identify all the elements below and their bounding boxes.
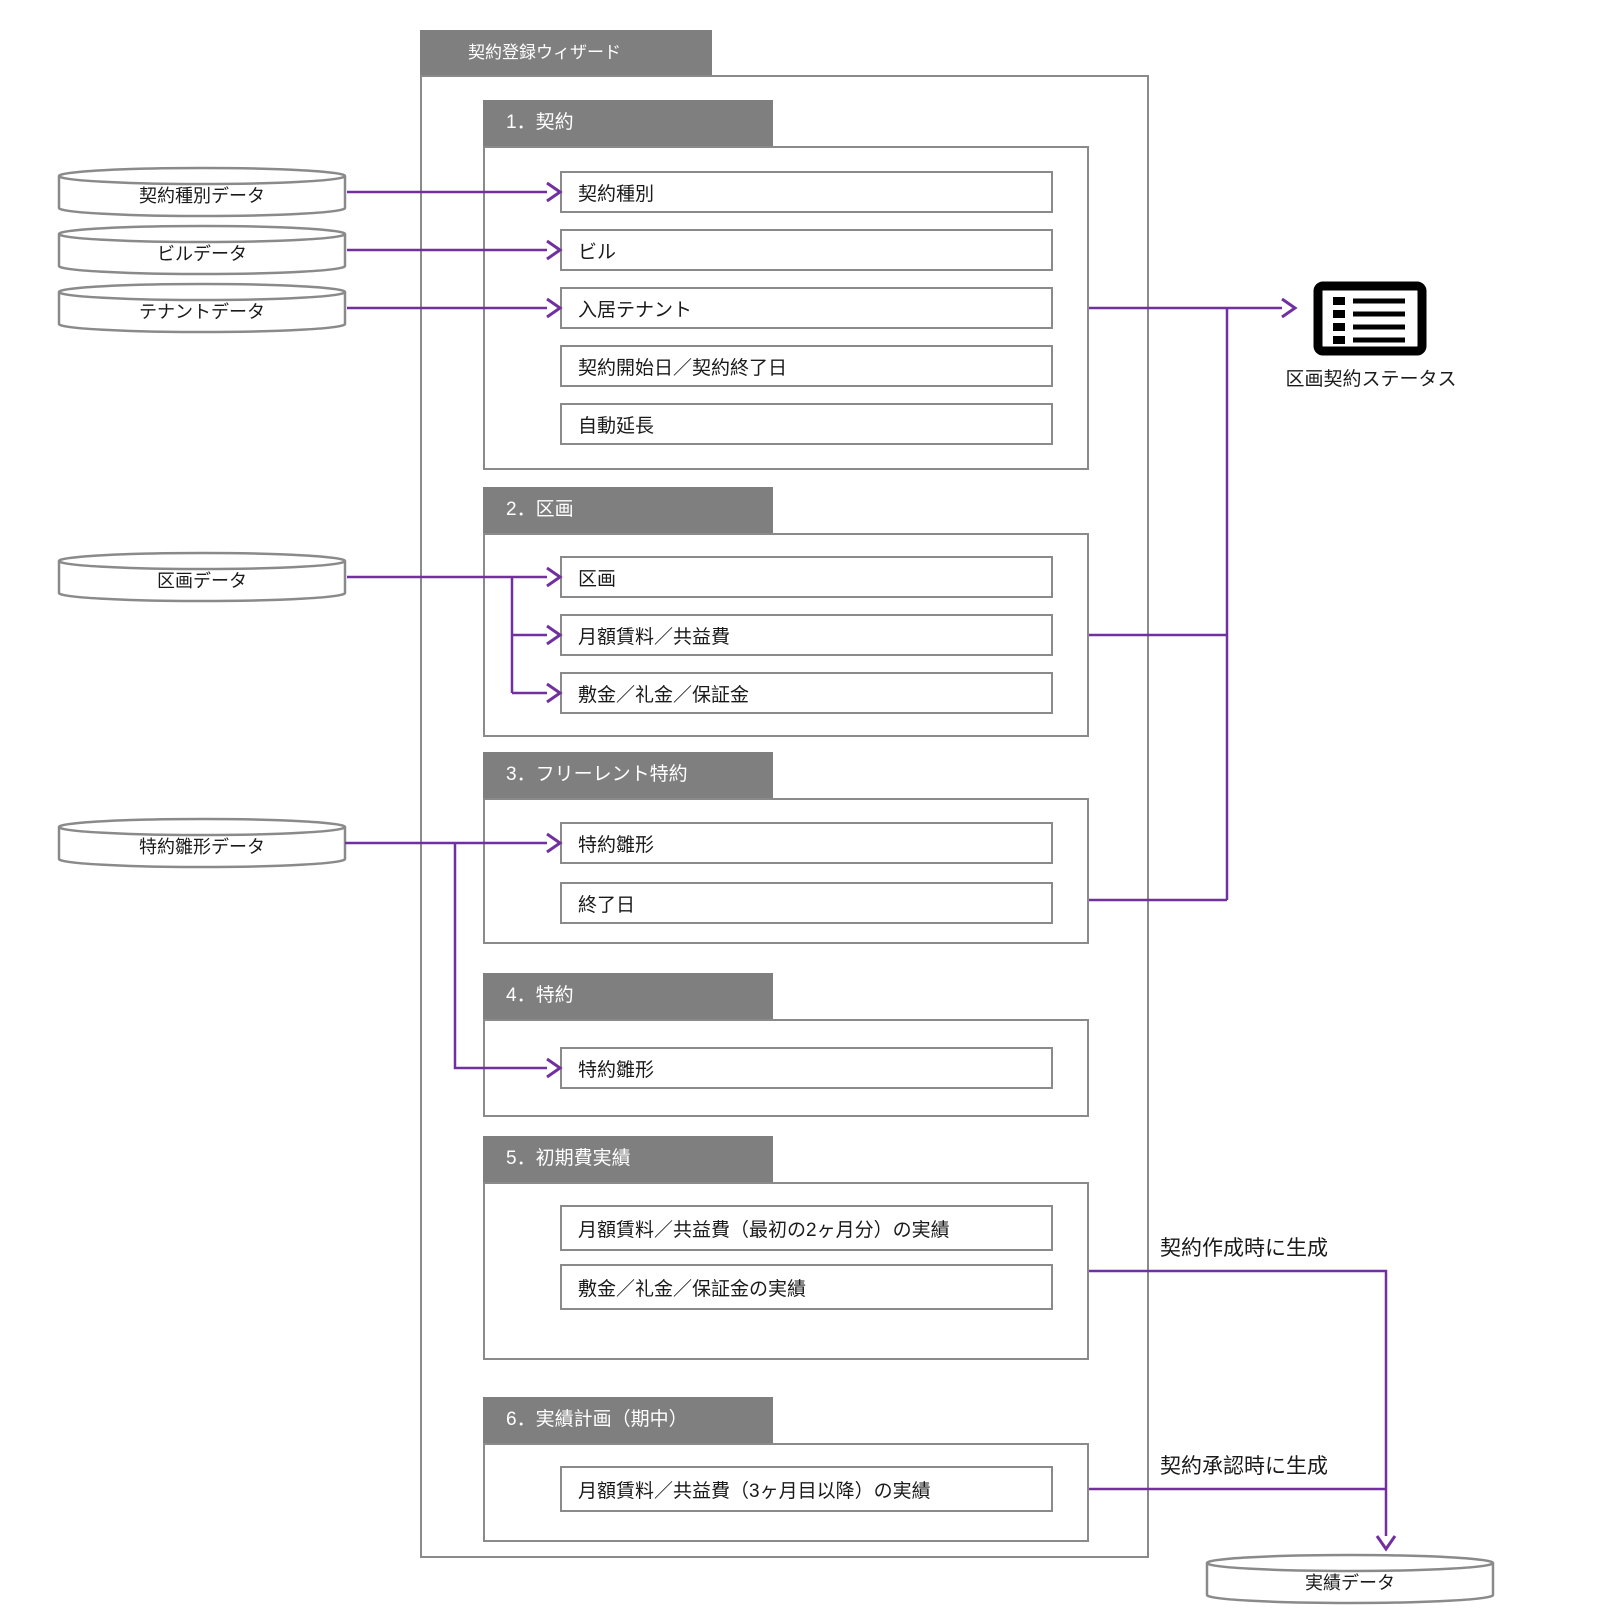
datastore-cylinder: ビルデータ xyxy=(57,224,347,276)
section-header: 4．特約 xyxy=(483,973,773,1019)
section-header: 6．実績計画（期中） xyxy=(483,1397,773,1443)
section-header: 3．フリーレント特約 xyxy=(483,752,773,798)
field-box-label: 敷金／礼金／保証金 xyxy=(578,684,750,706)
field-box-label: 敷金／礼金／保証金の実績 xyxy=(578,1278,807,1300)
field-box: ビル xyxy=(560,229,1053,271)
field-box: 自動延長 xyxy=(560,403,1053,445)
field-box-label: 自動延長 xyxy=(578,415,655,437)
datastore-label: 区画データ xyxy=(157,571,247,591)
wizard-title: 契約登録ウィザード xyxy=(468,43,621,62)
field-box-label: 月額賃料／共益費（最初の2ヶ月分）の実績 xyxy=(578,1219,950,1241)
section-header-label: 4．特約 xyxy=(506,985,574,1006)
field-box: 終了日 xyxy=(560,882,1053,924)
field-box-label: 特約雛形 xyxy=(578,1059,655,1081)
section-header: 2．区画 xyxy=(483,487,773,533)
field-box-label: 月額賃料／共益費（3ヶ月目以降）の実績 xyxy=(578,1480,931,1502)
field-box: 月額賃料／共益費（最初の2ヶ月分）の実績 xyxy=(560,1205,1053,1251)
field-box: 契約種別 xyxy=(560,171,1053,213)
field-box-label: 入居テナント xyxy=(578,299,693,321)
field-box-label: 特約雛形 xyxy=(578,834,655,856)
datastore-label: テナントデータ xyxy=(139,302,265,322)
section-header-label: 5．初期費実績 xyxy=(506,1148,631,1169)
field-box-label: 月額賃料／共益費 xyxy=(578,626,731,648)
field-box: 契約開始日／契約終了日 xyxy=(560,345,1053,387)
field-box: 敷金／礼金／保証金 xyxy=(560,672,1053,714)
cylinder-shape xyxy=(57,817,347,869)
status-list-icon xyxy=(1313,281,1427,356)
wizard-outer-box xyxy=(420,75,1149,1558)
field-box: 月額賃料／共益費（3ヶ月目以降）の実績 xyxy=(560,1466,1053,1512)
wizard-title-tab: 契約登録ウィザード xyxy=(420,30,712,75)
field-box: 特約雛形 xyxy=(560,822,1053,864)
datastore-cylinder: 区画データ xyxy=(57,551,347,603)
field-box-label: 契約種別 xyxy=(578,183,655,205)
cylinder-shape xyxy=(1205,1553,1495,1605)
datastore-cylinder: 契約種別データ xyxy=(57,166,347,218)
status-icon-label: 区画契約ステータス xyxy=(1285,369,1457,390)
datastore-label: ビルデータ xyxy=(157,244,247,264)
cylinder-shape xyxy=(57,282,347,334)
field-box-label: 終了日 xyxy=(578,894,636,916)
cylinder-shape xyxy=(57,224,347,276)
section-header-label: 1．契約 xyxy=(506,112,574,133)
cylinder-shape xyxy=(57,551,347,603)
section-header-label: 2．区画 xyxy=(506,499,574,520)
field-box-label: ビル xyxy=(578,241,617,263)
field-box: 月額賃料／共益費 xyxy=(560,614,1053,656)
field-box: 敷金／礼金／保証金の実績 xyxy=(560,1264,1053,1310)
field-box-label: 契約開始日／契約終了日 xyxy=(578,357,788,379)
field-box: 区画 xyxy=(560,556,1053,598)
output-datastore-cylinder: 実績データ xyxy=(1205,1553,1495,1605)
annotation-on-approve: 契約承認時に生成 xyxy=(1160,1455,1328,1478)
field-box-label: 区画 xyxy=(578,568,617,590)
field-box: 入居テナント xyxy=(560,287,1053,329)
datastore-cylinder: テナントデータ xyxy=(57,282,347,334)
cylinder-shape xyxy=(57,166,347,218)
field-box: 特約雛形 xyxy=(560,1047,1053,1089)
datastore-cylinder: 特約雛形データ xyxy=(57,817,347,869)
section-header-label: 6．実績計画（期中） xyxy=(506,1409,688,1430)
section-header: 5．初期費実績 xyxy=(483,1136,773,1182)
datastore-label: 契約種別データ xyxy=(139,186,265,206)
section-header: 1．契約 xyxy=(483,100,773,146)
datastore-label: 特約雛形データ xyxy=(139,837,265,857)
section-header-label: 3．フリーレント特約 xyxy=(506,764,688,785)
annotation-on-create: 契約作成時に生成 xyxy=(1160,1237,1328,1260)
output-datastore-label: 実績データ xyxy=(1305,1573,1395,1593)
